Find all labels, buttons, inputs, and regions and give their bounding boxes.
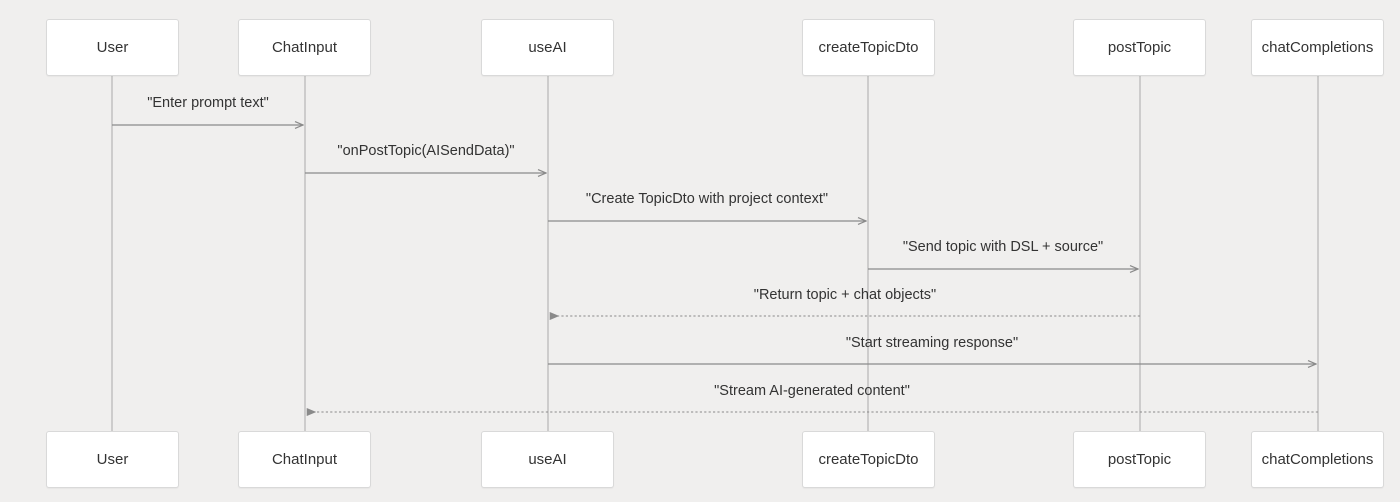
message-arrows-layer: [112, 125, 1318, 412]
message-label-6: "Start streaming response": [845, 335, 1019, 351]
lifelines-layer: [111, 76, 1319, 431]
participant-box-posttopic-bottom[interactable]: postTopic: [1073, 431, 1206, 488]
participant-box-user-top[interactable]: User: [46, 19, 179, 76]
participant-label-createtopicdto-top: createTopicDto: [818, 39, 919, 56]
participant-label-chatinput-top: ChatInput: [271, 39, 338, 56]
message-label-5: "Return topic + chat objects": [753, 287, 937, 303]
participant-box-chatinput-top[interactable]: ChatInput: [238, 19, 371, 76]
participant-box-createtopicdto-bottom[interactable]: createTopicDto: [802, 431, 935, 488]
participant-box-createtopicdto-top[interactable]: createTopicDto: [802, 19, 935, 76]
participant-box-chatinput-bottom[interactable]: ChatInput: [238, 431, 371, 488]
message-label-4: "Send topic with DSL + source": [902, 239, 1104, 255]
message-label-3: "Create TopicDto with project context": [585, 191, 829, 207]
message-label-2: "onPostTopic(AISendData)": [337, 143, 515, 159]
participant-box-posttopic-top[interactable]: postTopic: [1073, 19, 1206, 76]
participant-label-user-top: User: [96, 39, 129, 56]
participant-box-useai-top[interactable]: useAI: [481, 19, 614, 76]
message-label-1: "Enter prompt text": [147, 95, 269, 111]
participant-label-chatinput-bottom: ChatInput: [271, 451, 338, 468]
participant-label-chatcompletions-bottom: chatCompletions: [1261, 451, 1374, 468]
participant-label-createtopicdto-bottom: createTopicDto: [818, 451, 919, 468]
participant-label-useai-top: useAI: [528, 39, 567, 56]
participant-box-useai-bottom[interactable]: useAI: [481, 431, 614, 488]
participant-label-posttopic-bottom: postTopic: [1107, 451, 1172, 468]
participant-label-chatcompletions-top: chatCompletions: [1261, 39, 1374, 56]
participant-box-user-bottom[interactable]: User: [46, 431, 179, 488]
participant-box-chatcompletions-bottom[interactable]: chatCompletions: [1251, 431, 1384, 488]
participant-box-chatcompletions-top[interactable]: chatCompletions: [1251, 19, 1384, 76]
participant-label-useai-bottom: useAI: [528, 451, 567, 468]
message-label-7: "Stream AI-generated content": [714, 383, 910, 399]
participant-label-user-bottom: User: [96, 451, 129, 468]
participant-label-posttopic-top: postTopic: [1107, 39, 1172, 56]
